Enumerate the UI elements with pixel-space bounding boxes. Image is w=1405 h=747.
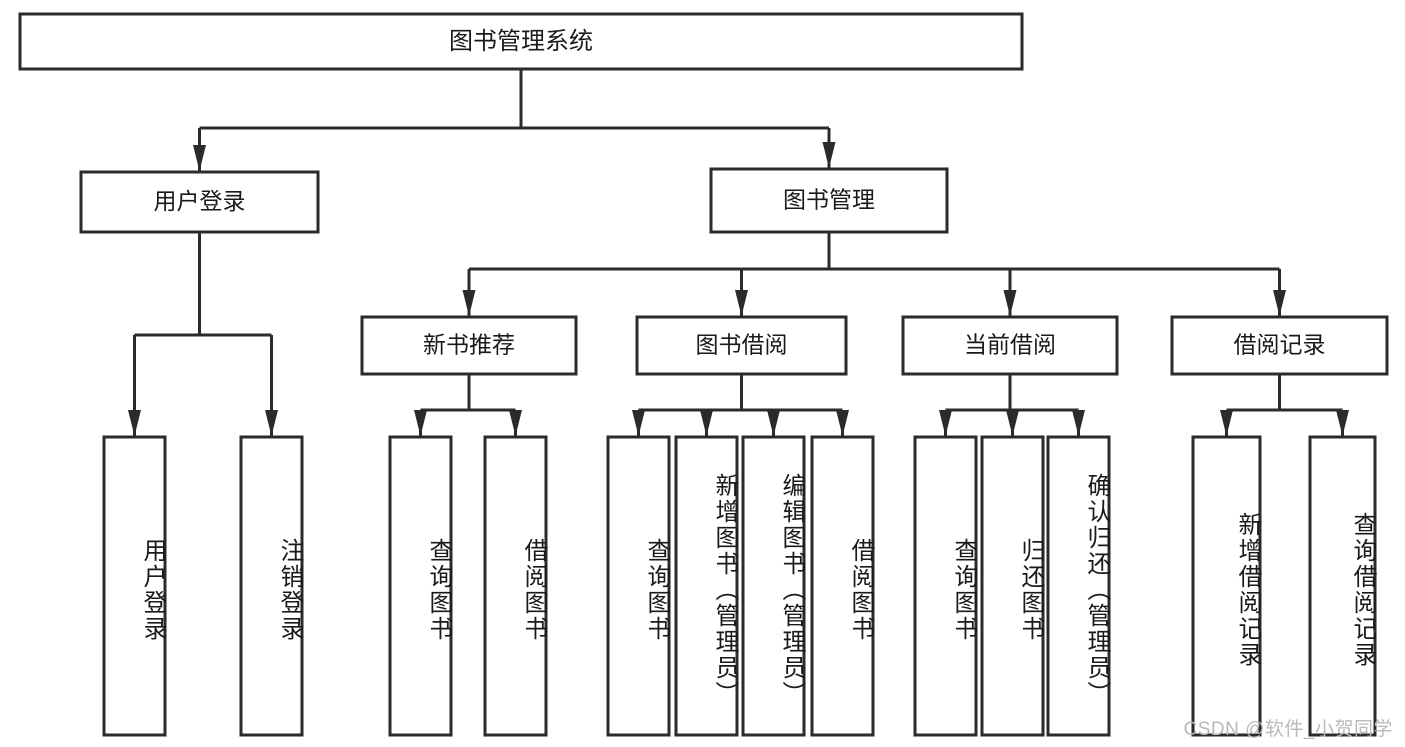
node-current-borrowing[interactable] [901, 315, 1119, 376]
conn-book-management-arrow-0 [462, 290, 476, 316]
node-user-login-label: 用户登录 [154, 188, 246, 214]
leaf-leaf-return-book[interactable] [980, 435, 1045, 737]
conn-user-login-arrow-0 [128, 410, 141, 436]
conn-root-arrow-1 [822, 142, 836, 168]
leaf-leaf-add-book[interactable] [674, 435, 739, 737]
conn-new-book-recommend-arrow-0 [414, 410, 427, 436]
conn-user-login-arrow-1 [265, 410, 278, 436]
node-user-login[interactable] [79, 170, 320, 234]
watermark: CSDN @软件_小贺同学 [1183, 719, 1393, 740]
leaf-leaf-query-book-1[interactable] [388, 435, 453, 737]
leaf-leaf-confirm-return[interactable] [1046, 435, 1111, 737]
node-current-borrowing-label: 当前借阅 [964, 332, 1056, 358]
conn-book-borrowing-arrow-2 [767, 410, 780, 436]
conn-book-management-arrow-1 [735, 290, 748, 316]
node-new-book-recommend-label: 新书推荐 [423, 332, 515, 358]
leaf-leaf-edit-book[interactable] [741, 435, 806, 737]
leaf-leaf-borrow-book-2[interactable] [810, 435, 875, 737]
node-borrow-records-label: 借阅记录 [1234, 332, 1326, 358]
leaf-leaf-query-record[interactable] [1308, 435, 1377, 737]
node-book-management[interactable] [709, 167, 949, 234]
boxes-layer [18, 12, 1389, 737]
connectors-layer [128, 69, 1349, 436]
conn-book-borrowing-arrow-1 [700, 410, 713, 436]
node-root[interactable] [18, 12, 1024, 71]
node-book-borrowing-label: 图书借阅 [696, 332, 788, 358]
leaf-leaf-borrow-book-1[interactable] [483, 435, 548, 737]
leaf-leaf-add-record[interactable] [1191, 435, 1262, 737]
leaf-leaf-query-book-3[interactable] [913, 435, 978, 737]
conn-current-borrowing-arrow-2 [1072, 410, 1085, 436]
conn-book-borrowing-arrow-0 [632, 410, 645, 436]
conn-root-arrow-0 [193, 145, 206, 171]
conn-borrow-records-arrow-0 [1220, 410, 1233, 436]
node-new-book-recommend[interactable] [360, 315, 578, 376]
conn-new-book-recommend-arrow-1 [509, 410, 522, 436]
leaf-leaf-user-logout[interactable] [239, 435, 304, 737]
conn-current-borrowing-arrow-0 [939, 410, 952, 436]
node-borrow-records[interactable] [1170, 315, 1389, 376]
conn-current-borrowing-arrow-1 [1006, 410, 1019, 436]
node-book-borrowing[interactable] [635, 315, 848, 376]
node-book-management-label: 图书管理 [783, 187, 875, 213]
leaf-leaf-user-login[interactable] [102, 435, 167, 737]
conn-book-management-arrow-3 [1273, 290, 1286, 316]
conn-book-borrowing-arrow-3 [836, 410, 849, 436]
conn-book-management-arrow-2 [1003, 290, 1017, 316]
leaf-leaf-query-book-2[interactable] [606, 435, 671, 737]
node-root-label: 图书管理系统 [449, 28, 593, 55]
conn-borrow-records-arrow-1 [1336, 410, 1349, 436]
